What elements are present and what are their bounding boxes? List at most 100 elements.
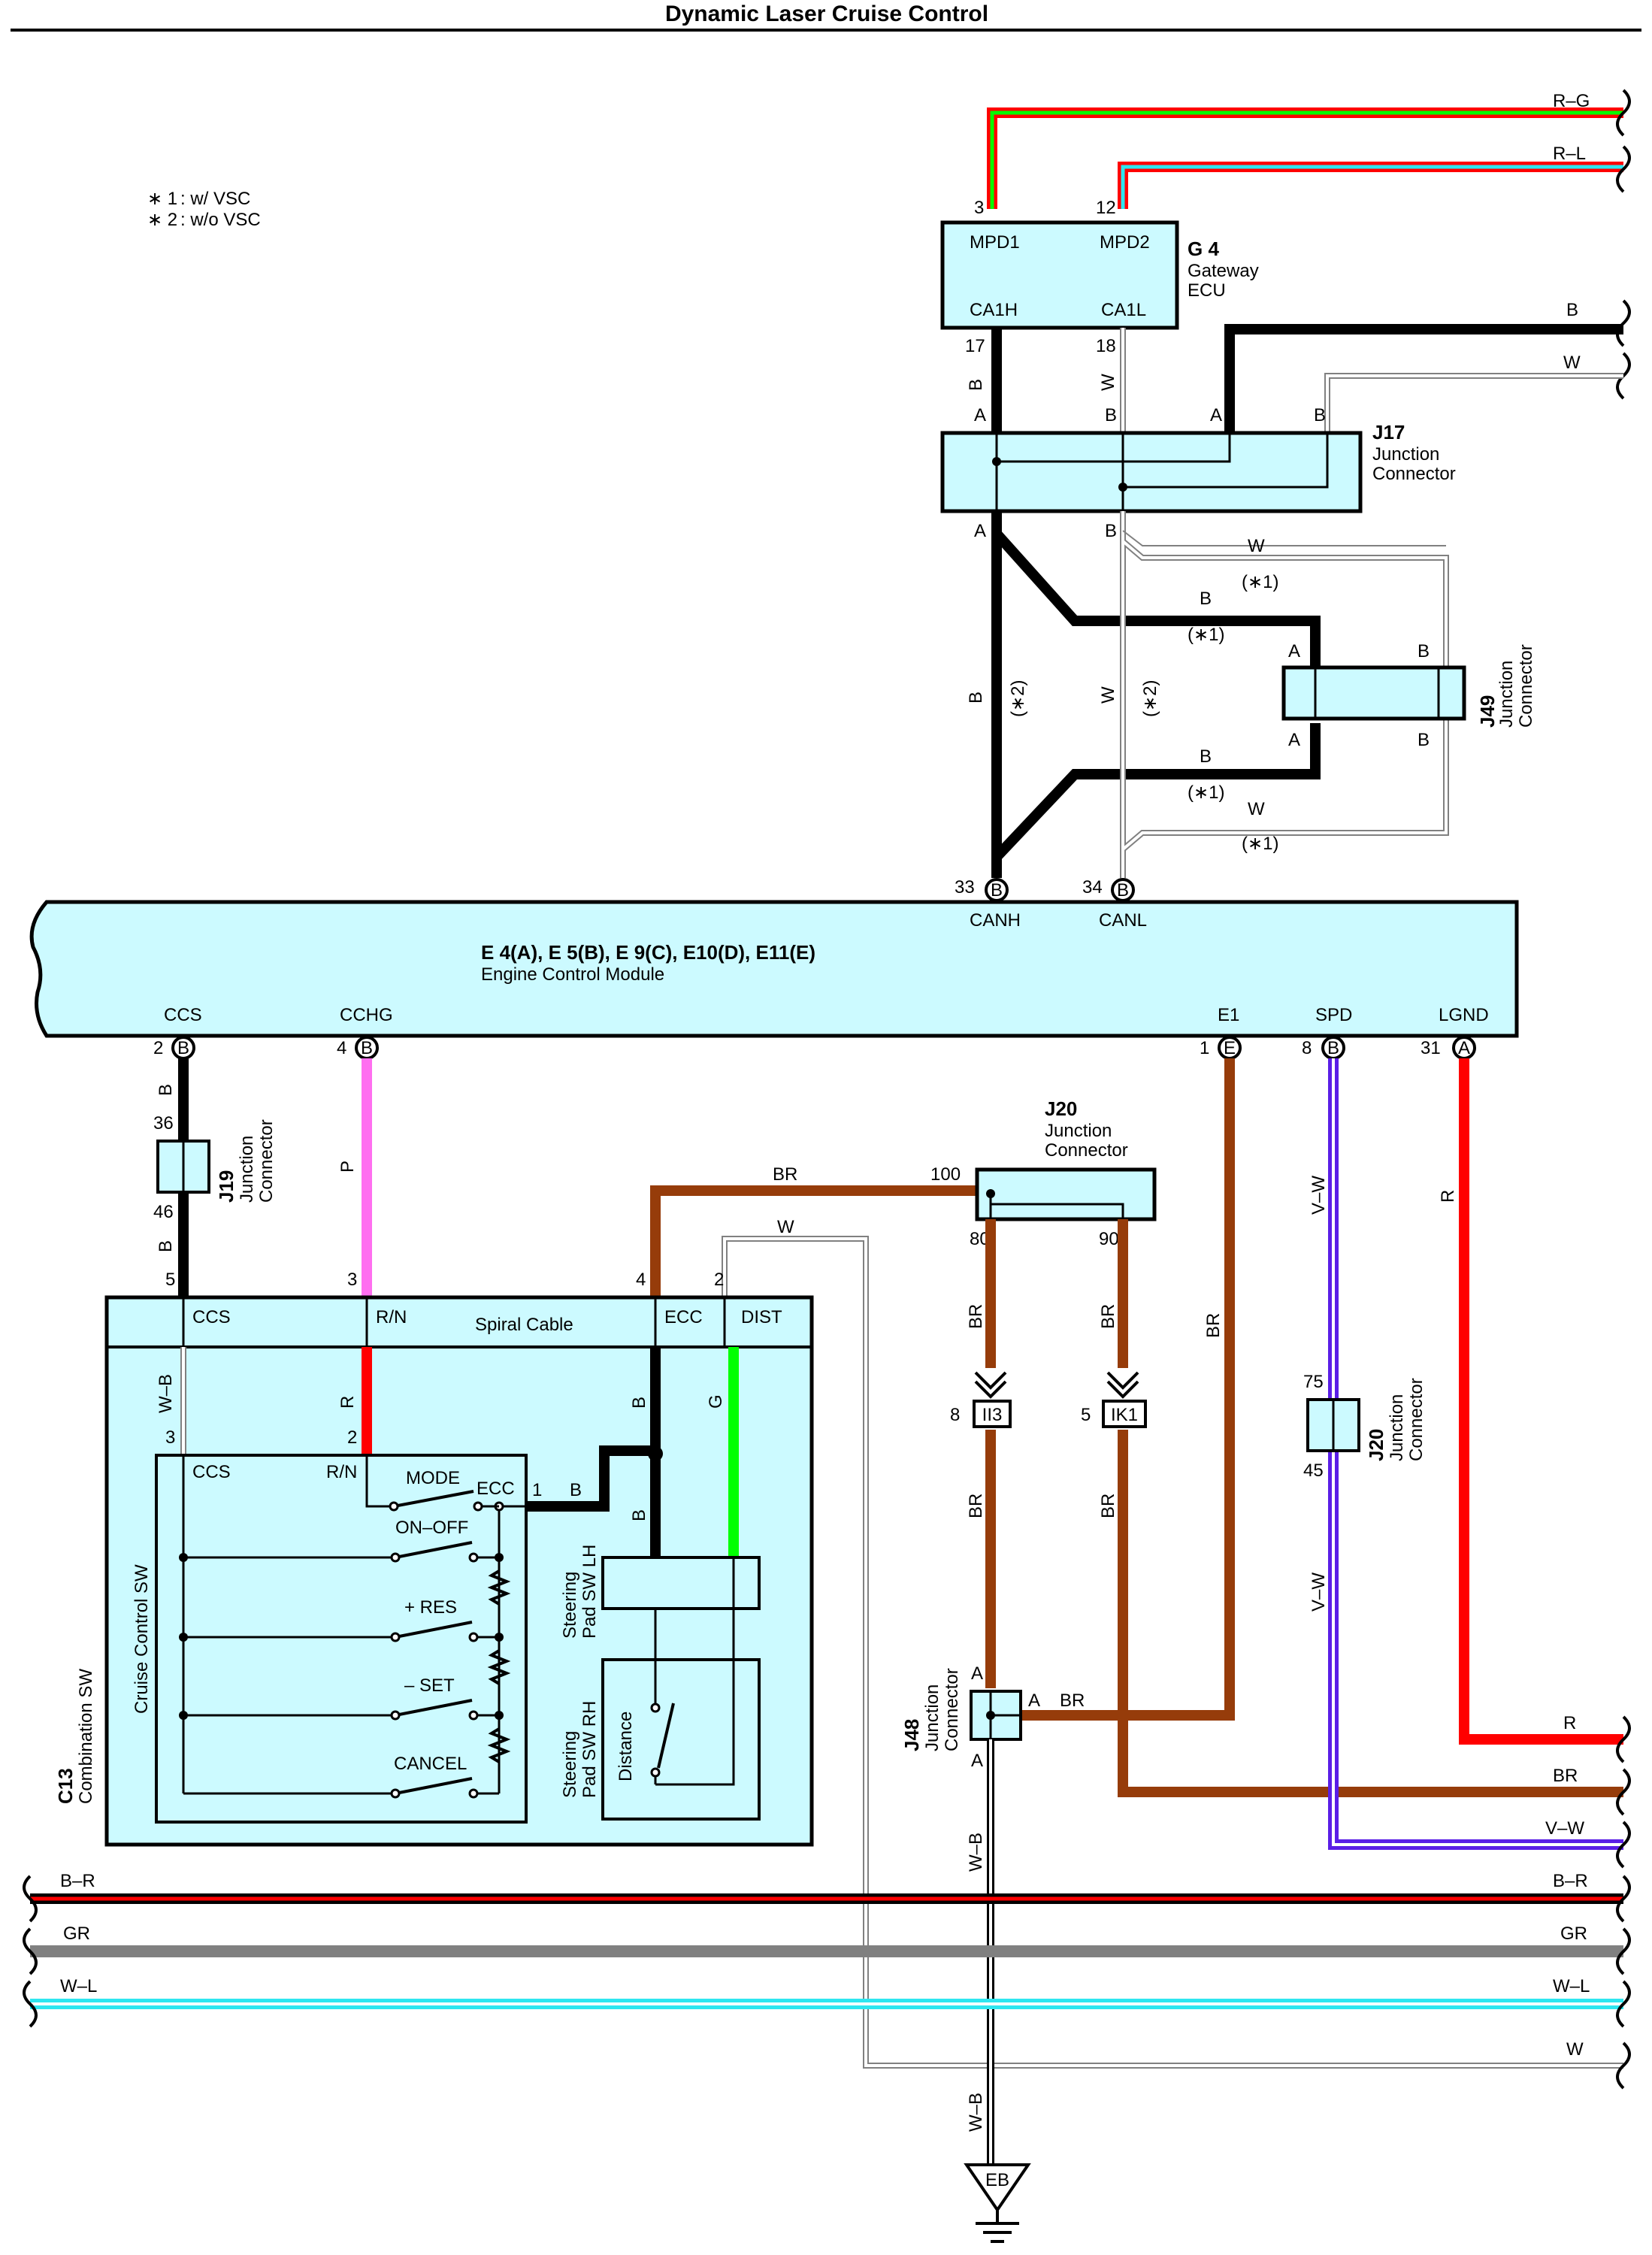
switch-res: + RES	[404, 1597, 457, 1618]
j20-pin-90: 90	[1099, 1229, 1119, 1249]
j49-name-1: Junction	[1496, 661, 1517, 728]
wire-label-b-ccs-1: B	[156, 1084, 176, 1096]
wire-b-r-bus: B–R B–R	[30, 1871, 1623, 1904]
j20-right-pin-45: 45	[1303, 1460, 1324, 1481]
wire-label-gr-left: GR	[63, 1924, 90, 1944]
cruise-pin-ccs: CCS	[192, 1462, 231, 1482]
switch-on-off: ON–OFF	[395, 1518, 468, 1538]
ecm-pin-conn-1: E	[1224, 1038, 1236, 1058]
wire-label-star1-j49-bottom: (∗1)	[1188, 782, 1224, 803]
wire-label-r-lgnd: R	[1438, 1190, 1458, 1203]
gateway-pin-num-18: 18	[1096, 336, 1116, 356]
wire-label-w-bottom: W	[1566, 2039, 1584, 2060]
gateway-pin-ca1h: CA1H	[970, 300, 1018, 320]
j20-pin-100: 100	[930, 1164, 961, 1185]
legend-text-1: : w/ VSC	[180, 189, 250, 209]
j17-junction-connector: J17 Junction Connector	[940, 421, 1456, 513]
connector-ii3-label: II3	[982, 1405, 1003, 1425]
j48-code: J48	[900, 1719, 923, 1751]
j17-name-1: Junction	[1372, 444, 1439, 465]
gateway-pin-num-17: 17	[965, 336, 985, 356]
comb-code: C13	[54, 1768, 77, 1804]
ecm-pin-num-1: 1	[1200, 1038, 1209, 1058]
j19-pin-36: 36	[153, 1113, 174, 1134]
wire-label-br-90-bottom: BR	[1098, 1494, 1118, 1518]
comb-pin-rn: R/N	[376, 1307, 407, 1327]
ecm-pin-num-8: 8	[1302, 1038, 1312, 1058]
steering-lh-1: Steering	[560, 1572, 580, 1639]
wire-label-b-right: B	[1566, 300, 1578, 320]
wire-label-br-j48: BR	[1060, 1690, 1085, 1711]
j20-top-junction-connector: J20 Junction Connector 80 90	[970, 1097, 1157, 1249]
j19-pin-46: 46	[153, 1202, 174, 1222]
j20-right-code: J20	[1365, 1429, 1387, 1461]
wire-label-br-ecc: BR	[773, 1164, 797, 1185]
legend-mark-2: ∗ 2	[147, 210, 177, 230]
connector-ik1: IK1 5	[1081, 1371, 1147, 1428]
wire-label-w-j49-bottom: W	[1248, 799, 1265, 819]
j49-pin-b-bottom: B	[1418, 730, 1430, 750]
ecm-pin-conn-2: B	[177, 1038, 189, 1058]
wire-label-br-e1: BR	[1203, 1313, 1224, 1338]
wire-label-star1-w-top: (∗1)	[1242, 572, 1278, 592]
wire-label-w-canl: W	[1098, 686, 1118, 704]
wire-label-vw-bottom: V–W	[1309, 1572, 1329, 1612]
legend-text-2: : w/o VSC	[180, 210, 261, 230]
j20-right-name-1: Junction	[1387, 1394, 1407, 1461]
ecm-pin-canl: CANL	[1099, 910, 1147, 931]
cruise-sw-name: Cruise Control SW	[132, 1564, 152, 1714]
wire-label-wb-inside: W–B	[156, 1374, 176, 1413]
ecm-pin-conn-4: B	[361, 1038, 373, 1058]
cruise-num-3: 3	[165, 1427, 175, 1448]
j20-top-code: J20	[1045, 1097, 1077, 1120]
wire-label-w-dist: W	[777, 1217, 794, 1237]
j48-name-2: Connector	[942, 1668, 962, 1751]
wire-label-r-inside: R	[337, 1396, 358, 1409]
wire-lgnd-r	[1459, 1058, 1623, 1745]
comb-pin-dist: DIST	[741, 1307, 782, 1327]
j17-pin-b-top-left: B	[1105, 405, 1117, 425]
wire-breaks-right-top	[1616, 89, 1631, 400]
j49-pin-a-top: A	[1288, 641, 1300, 661]
ecm-pin-e1: E1	[1218, 1005, 1239, 1025]
wire-label-w-l-left: W–L	[60, 1976, 97, 1996]
comb-num-4: 4	[636, 1270, 646, 1290]
ecm-pin-num-31: 31	[1421, 1038, 1441, 1058]
gateway-pin-mpd1: MPD1	[970, 232, 1020, 253]
j48-name-1: Junction	[922, 1684, 942, 1751]
ecm-pin-num-33: 33	[955, 877, 975, 897]
ecm-pin-spd: SPD	[1315, 1005, 1352, 1025]
wire-w-right	[1324, 373, 1623, 433]
wire-label-b-ecc-horz: B	[570, 1480, 582, 1500]
wire-label-r-l: R–L	[1553, 144, 1586, 164]
wire-r-l: R–L	[1118, 144, 1623, 209]
spiral-cable-label: Spiral Cable	[475, 1315, 573, 1335]
wire-label-star2-canh: (∗2)	[1008, 680, 1028, 717]
j49-code: J49	[1476, 695, 1499, 728]
wire-label-b-ecc-bottom: B	[629, 1509, 649, 1521]
wire-w-l-bus: W–L W–L	[30, 1976, 1623, 2009]
steering-rh-1: Steering	[560, 1731, 580, 1798]
j48-pin-a-bottom: A	[971, 1751, 983, 1771]
wire-breaks-bottom	[23, 1715, 1631, 2090]
wire-label-wb-bottom: W–B	[966, 2093, 986, 2132]
wire-label-b-canh: B	[966, 692, 986, 704]
ecm-codes: E 4(A), E 5(B), E 9(C), E10(D), E11(E)	[481, 941, 815, 964]
wire-label-br-80-top: BR	[966, 1304, 986, 1329]
ecm-pin-cchg: CCHG	[340, 1005, 393, 1025]
j49-junction-connector: A B A B J49 Junction Connector	[1281, 641, 1536, 750]
ecm-pin-conn-33: B	[991, 880, 1003, 900]
j17-pin-a-top-left: A	[974, 405, 986, 425]
gateway-ecu: MPD1 MPD2 CA1H CA1L 3 12 17 18 G 4 Gatew…	[940, 198, 1259, 356]
cruise-num-1: 1	[532, 1480, 542, 1500]
wire-label-r-g: R–G	[1553, 91, 1590, 111]
j20-right-junction-connector: 75 45 J20 Junction Connector	[1303, 1372, 1427, 1481]
combination-switch: CCS R/N Spiral Cable ECC DIST 5 3 4 2 C1…	[54, 1270, 814, 1847]
wire-label-b-gw: B	[966, 379, 986, 391]
comb-num-5: 5	[165, 1270, 175, 1290]
j19-junction-connector: 36 46 J19 Junction Connector	[153, 1113, 277, 1222]
comb-num-3: 3	[347, 1270, 357, 1290]
wire-label-r-right: R	[1563, 1713, 1576, 1733]
j19-name-2: Connector	[256, 1119, 277, 1203]
